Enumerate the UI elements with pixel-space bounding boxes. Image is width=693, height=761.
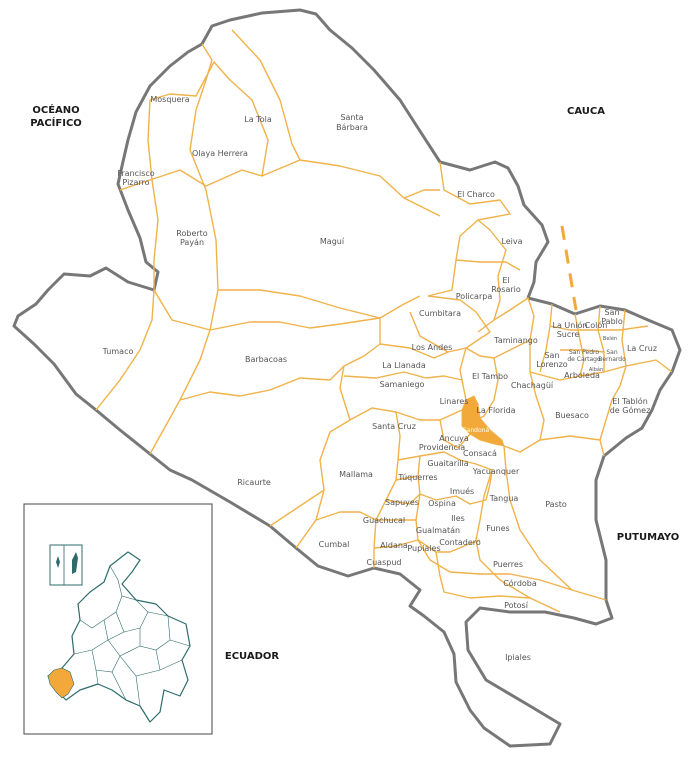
label-pasto: Pasto [545,500,567,509]
label-cumbal: Cumbal [319,540,350,549]
label-el-charco: El Charco [457,190,495,199]
label-san-pablo-1: San [604,308,619,317]
label-roberto-payan-1: Roberto [176,229,208,238]
label-sandona: Sandoná [463,427,490,434]
label-santa-barbara-2: Bárbara [336,123,368,132]
label-guachucal: Guachucal [363,516,405,525]
label-la-florida: La Florida [476,406,515,415]
label-san-lorenzo-1: San [544,351,559,360]
label-ecuador: ECUADOR [225,651,280,662]
label-ricaurte: Ricaurte [237,478,271,487]
municipal-boundaries [95,29,673,613]
label-el-rosario-1: El [502,276,509,285]
label-mallama: Mallama [339,470,373,479]
label-samaniego: Samaniego [380,380,425,389]
label-leiva: Leiva [501,237,522,246]
label-aldana: Aldana [380,541,408,550]
cauca-dashed-border [560,225,578,311]
label-puerres: Puerres [493,560,523,569]
label-magui: Maguí [320,237,345,246]
label-santa-barbara-1: Santa [340,113,363,122]
label-sucre: Sucre [557,330,580,339]
label-tuquerres: Túquerres [397,473,437,482]
label-alban: Albán [589,366,603,373]
label-guaitarilla: Guaitarilla [427,459,468,468]
label-roberto-payan-2: Payán [180,238,204,247]
department-outline [12,8,682,748]
label-consaca: Consacá [463,449,497,458]
label-potosi: Potosí [504,601,529,610]
label-taminango: Taminango [493,336,538,345]
label-belen: Belén [603,335,617,342]
inset-locator [23,503,213,735]
label-ancuya: Ancuya [439,434,469,443]
label-putumayo: PUTUMAYO [617,532,680,543]
label-cuaspud: Cuaspud [367,558,402,567]
label-cordoba: Córdoba [503,578,537,588]
label-linares: Linares [440,397,469,406]
label-los-andes: Los Andes [412,343,453,352]
label-yacuanquer: Yacuanquer [472,467,520,476]
label-el-tablon-1: El Tablón [612,396,648,406]
municipality-labels: Mosquera La Tola Santa Bárbara Olaya Her… [102,95,657,662]
label-gualmatan: Gualmatán [416,526,460,535]
label-la-tola: La Tola [244,115,272,124]
label-iles: Iles [451,514,465,523]
label-providencia: Providencia [419,443,465,452]
label-ipiales: Ipiales [505,653,531,662]
label-san-pablo-2: Pablo [601,317,623,326]
label-tangua: Tangua [489,494,519,503]
label-santa-cruz: Santa Cruz [372,422,416,431]
label-tumaco: Tumaco [102,347,134,356]
label-san-pedro-2: de Cartago [567,356,601,363]
label-ospina: Ospina [428,499,456,508]
label-cauca: CAUCA [567,106,605,117]
label-san-bernardo-1: San [606,349,617,356]
label-buesaco: Buesaco [555,411,589,420]
neighbor-labels: OCÉANO PACÍFICO CAUCA PUTUMAYO ECUADOR [30,103,679,662]
label-olaya-herrera: Olaya Herrera [192,149,248,158]
label-cumbitara: Cumbitara [419,309,461,318]
label-arboleda: Arboleda [564,371,600,380]
label-pupiales: Pupiales [407,544,440,553]
label-barbacoas: Barbacoas [245,355,287,364]
label-francisco-pizarro-2: Pizarro [122,178,149,187]
label-la-llanada: La Llanada [382,361,426,370]
label-el-rosario-2: Rosario [491,285,521,294]
label-el-tambo: El Tambo [472,372,508,381]
label-funes: Funes [486,524,509,533]
label-ocean-2: PACÍFICO [30,116,82,129]
label-ocean-1: OCÉANO [32,103,79,116]
label-mosquera: Mosquera [150,95,189,104]
label-san-lorenzo-2: Lorenzo [536,360,568,369]
colombia-locator-icon [47,544,191,723]
label-imues: Imués [450,486,474,496]
label-la-cruz: La Cruz [627,344,657,353]
label-policarpa: Policarpa [456,292,493,301]
label-la-union: La Unión [552,320,587,330]
label-chachagui: Chachagüí [511,381,554,390]
label-san-bernardo-2: Bernardo [598,356,626,363]
label-el-tablon-2: de Gómez [610,405,651,415]
label-francisco-pizarro-1: Francisco [117,169,154,178]
label-contadero: Contadero [439,538,481,547]
label-sapuyes: Sapuyes [385,498,419,507]
label-colon: Colón [585,320,608,330]
label-san-pedro-1: San Pedro [569,349,599,356]
